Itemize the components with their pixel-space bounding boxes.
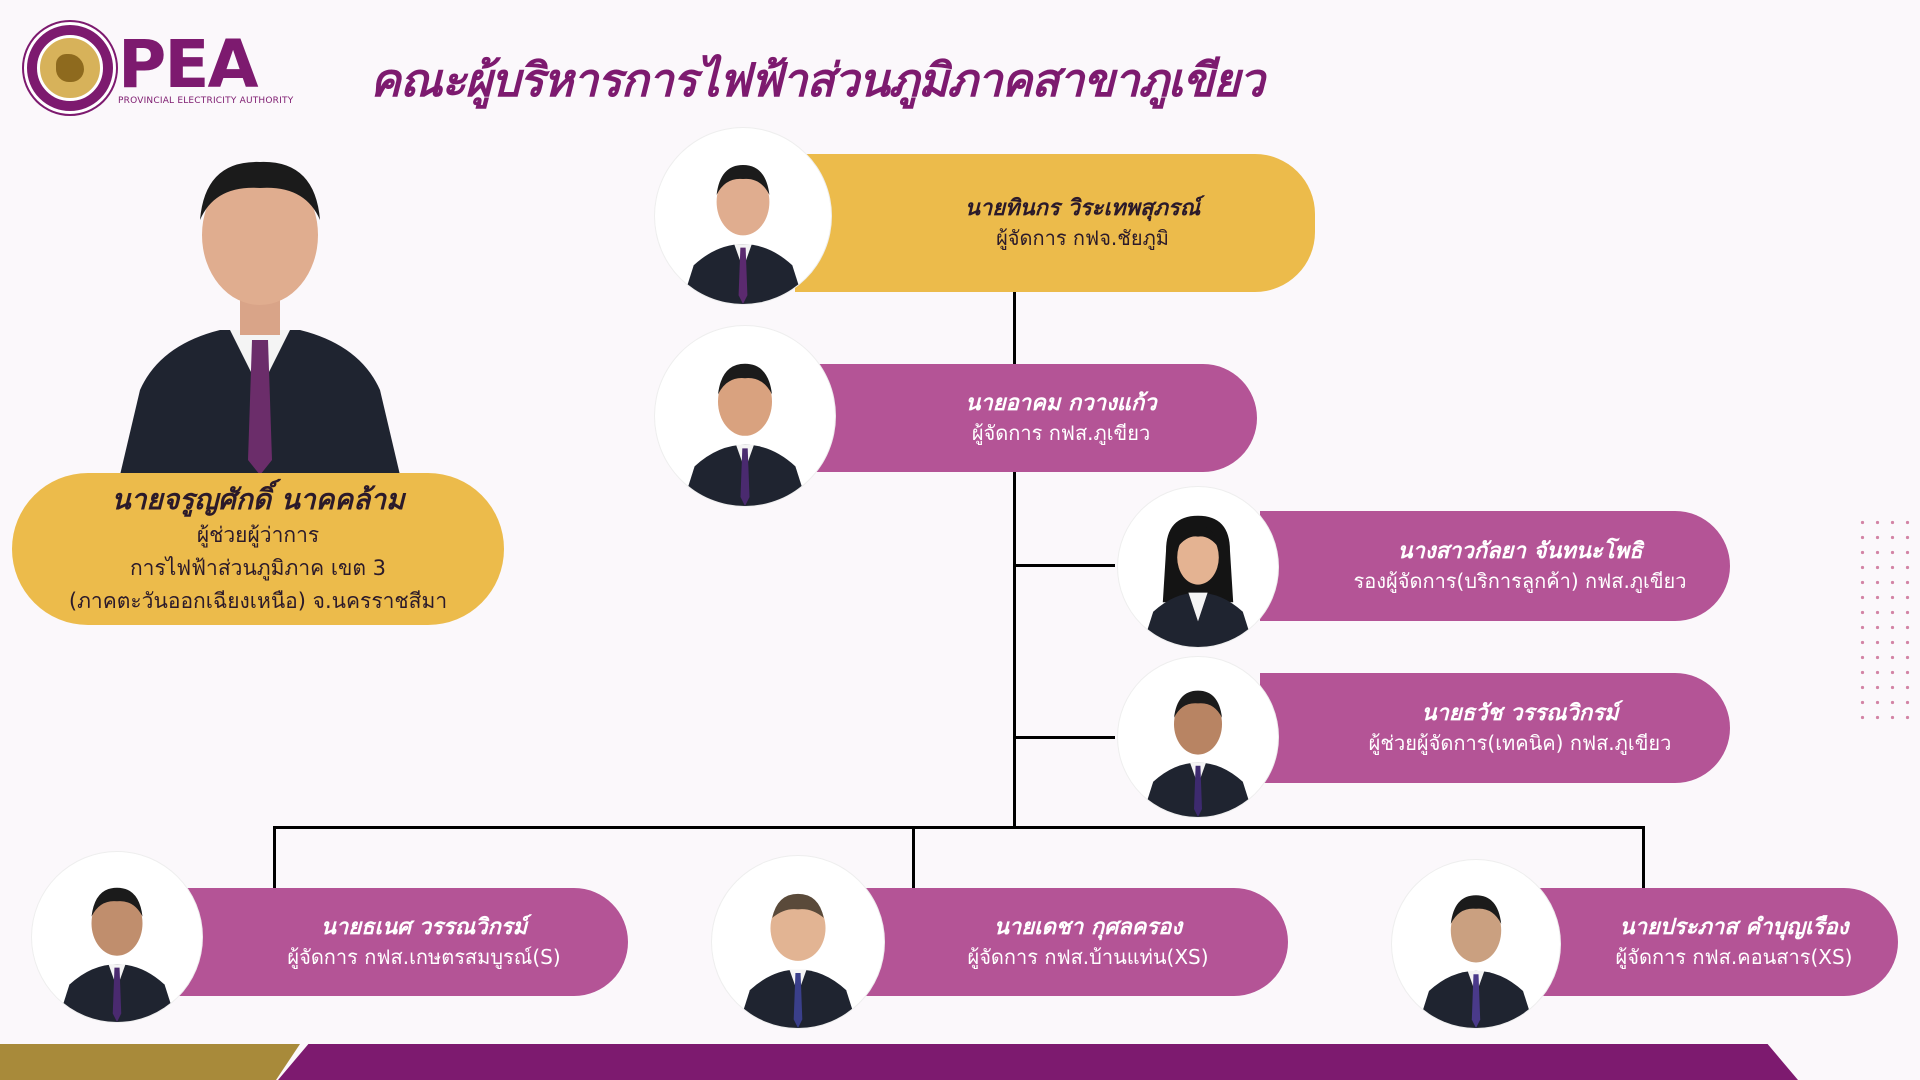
branch-2-photo — [712, 856, 884, 1028]
top-photo — [655, 128, 831, 304]
branch-card-2: นายเดชา กุศลครอง ผู้จัดการ กฟส.บ้านแท่น(… — [848, 888, 1288, 996]
pea-seal-icon — [24, 22, 116, 114]
connector-branch-3 — [1642, 826, 1645, 888]
connector-main-vertical — [1013, 290, 1016, 828]
manager-card: นายอาคม กวางแก้ว ผู้จัดการ กฟส.ภูเขียว — [805, 364, 1257, 472]
connector-branch-horizontal — [273, 826, 1645, 829]
logo-text: PEA — [118, 26, 259, 103]
executive-line2: การไฟฟ้าส่วนภูมิภาค เขต 3 — [129, 555, 387, 580]
top-card: นายทินกร วิระเทพสุภรณ์ ผู้จัดการ กฟจ.ชัย… — [795, 154, 1315, 292]
manager-name: นายอาคม กวางแก้ว — [965, 391, 1157, 416]
page-title: คณะผู้บริหารการไฟฟ้าส่วนภูมิภาคสาขาภูเขี… — [370, 53, 1265, 107]
branch-2-position: ผู้จัดการ กฟส.บ้านแท่น(XS) — [967, 945, 1209, 969]
dot-pattern — [1855, 515, 1915, 725]
executive-photo — [100, 140, 420, 475]
assistant-position: ผู้ช่วยผู้จัดการ(เทคนิค) กฟส.ภูเขียว — [1368, 731, 1672, 755]
logo-subtitle: PROVINCIAL ELECTRICITY AUTHORITY — [118, 96, 294, 106]
assistant-name: นายธวัช วรรณวิกรม์ — [1421, 701, 1619, 726]
branch-1-position: ผู้จัดการ กฟส.เกษตรสมบูรณ์(S) — [287, 945, 561, 969]
executive-line3: (ภาคตะวันออกเฉียงเหนือ) จ.นครราชสีมา — [68, 588, 448, 613]
deputy-position: รองผู้จัดการ(บริการลูกค้า) กฟส.ภูเขียว — [1353, 569, 1687, 593]
footer-gold-bar — [0, 1044, 300, 1080]
executive-line1: ผู้ช่วยผู้ว่าการ — [196, 522, 320, 547]
executive-card: นายจรูญศักดิ์ นาคคล้าม ผู้ช่วยผู้ว่าการ … — [12, 473, 504, 625]
deputy-card: นางสาวกัลยา จันทนะโพธิ รองผู้จัดการ(บริก… — [1260, 511, 1730, 621]
manager-position: ผู้จัดการ กฟส.ภูเขียว — [971, 421, 1151, 445]
connector-deputy — [1013, 564, 1115, 567]
branch-card-3: นายประภาส คำบุญเรือง ผู้จัดการ กฟส.คอนสา… — [1530, 888, 1898, 996]
branch-2-name: นายเดชา กุศลครอง — [993, 915, 1183, 940]
executive-name: นายจรูญศักดิ์ นาคคล้าม — [111, 482, 405, 516]
branch-1-photo — [32, 852, 202, 1022]
deputy-photo — [1118, 487, 1278, 647]
footer-purple-bar — [278, 1044, 1798, 1080]
deputy-name: นางสาวกัลยา จันทนะโพธิ — [1397, 539, 1643, 564]
top-position: ผู้จัดการ กฟจ.ชัยภูมิ — [996, 226, 1169, 250]
connector-branch-1 — [273, 826, 276, 888]
branch-3-position: ผู้จัดการ กฟส.คอนสาร(XS) — [1615, 945, 1853, 969]
pea-logo: PEA PROVINCIAL ELECTRICITY AUTHORITY — [18, 18, 293, 114]
connector-assistant — [1013, 736, 1115, 739]
assistant-card: นายธวัช วรรณวิกรม์ ผู้ช่วยผู้จัดการ(เทคน… — [1260, 673, 1730, 783]
manager-photo — [655, 326, 835, 506]
branch-3-name: นายประภาส คำบุญเรือง — [1619, 915, 1849, 940]
top-name: นายทินกร วิระเทพสุภรณ์ — [964, 196, 1201, 221]
branch-3-photo — [1392, 860, 1560, 1028]
connector-branch-2 — [912, 826, 915, 888]
branch-card-1: นายธเนศ วรรณวิกรม์ ผู้จัดการ กฟส.เกษตรสม… — [160, 888, 628, 996]
assistant-photo — [1118, 657, 1278, 817]
branch-1-name: นายธเนศ วรรณวิกรม์ — [320, 915, 528, 940]
